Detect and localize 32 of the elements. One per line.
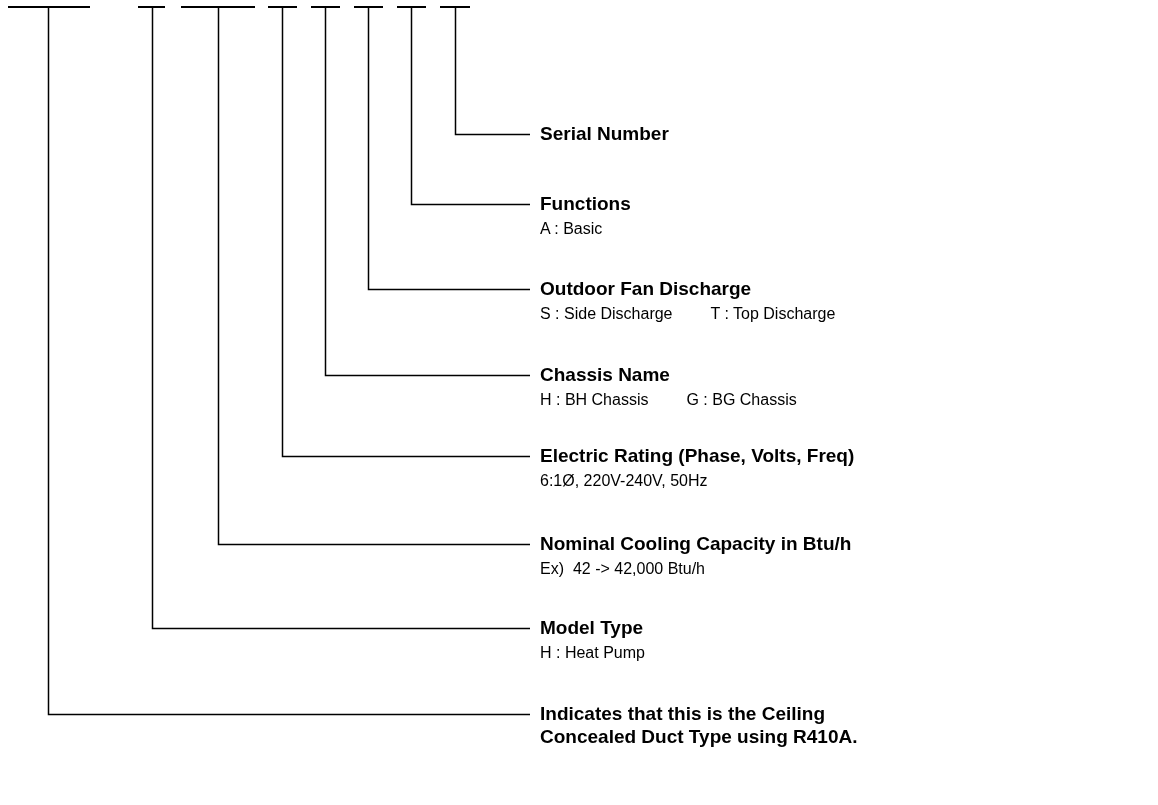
code-description: Ex) 42 -> 42,000 Btu/h bbox=[540, 559, 705, 579]
blank-slot-underline bbox=[354, 6, 383, 8]
blank-slot-underline bbox=[138, 6, 165, 8]
code-description: S : Side Discharge bbox=[540, 304, 673, 324]
leader-line bbox=[454, 7, 531, 136]
blank-slot-underline bbox=[181, 6, 255, 8]
field-heading: Chassis Name bbox=[540, 363, 671, 386]
field-heading: Nominal Cooling Capacity in Btu/h bbox=[540, 532, 852, 555]
field-heading: Serial Number bbox=[540, 122, 669, 145]
blank-slot-underline bbox=[8, 6, 90, 8]
leader-line bbox=[367, 7, 531, 291]
field-heading: Electric Rating (Phase, Volts, Freq) bbox=[540, 444, 855, 467]
leader-line bbox=[410, 7, 531, 206]
blank-slot-underline bbox=[311, 6, 340, 8]
code-description: 6:1Ø, 220V-240V, 50Hz bbox=[540, 471, 708, 491]
field-heading: Functions bbox=[540, 192, 631, 215]
code-description: G : BG Chassis bbox=[686, 390, 797, 410]
code-description: H : BH Chassis bbox=[540, 390, 649, 410]
blank-slot-underline bbox=[440, 6, 470, 8]
code-description: T : Top Discharge bbox=[710, 304, 836, 324]
code-description: H : Heat Pump bbox=[540, 643, 645, 663]
leader-line bbox=[324, 7, 531, 377]
leader-line bbox=[217, 7, 531, 546]
blank-slot-underline bbox=[268, 6, 297, 8]
leader-line bbox=[47, 7, 531, 716]
leader-line bbox=[281, 7, 531, 458]
field-heading: Indicates that this is the Ceiling Concealed Duct Type using R410A. bbox=[540, 702, 859, 748]
blank-slot-underline bbox=[397, 6, 426, 8]
field-heading: Outdoor Fan Discharge bbox=[540, 277, 753, 300]
leader-line bbox=[151, 7, 531, 630]
code-description: A : Basic bbox=[540, 219, 603, 239]
field-heading: Model Type bbox=[540, 616, 645, 639]
